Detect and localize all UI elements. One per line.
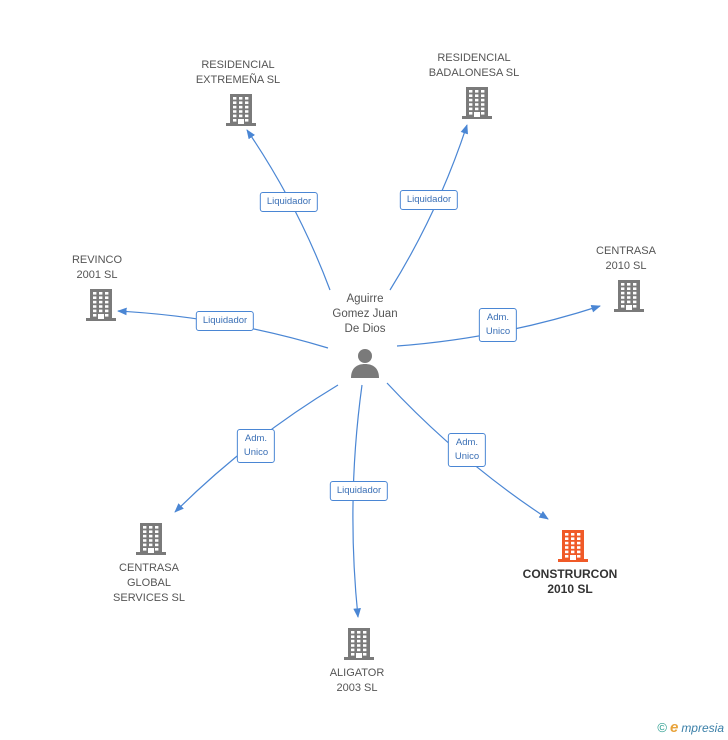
edge-line-aligator bbox=[352, 384, 363, 618]
edge-role-text: Liquidador bbox=[202, 315, 248, 326]
company-label-line: 2010 SL bbox=[547, 582, 593, 596]
edge-role-badge[interactable]: Adm. Unico bbox=[447, 433, 487, 467]
edge-role-badge[interactable]: Liquidador bbox=[329, 481, 389, 501]
center-label-line: De Dios bbox=[344, 323, 386, 335]
edge-role-badge[interactable]: Liquidador bbox=[195, 311, 255, 331]
company-label-line: BADALONESA SL bbox=[428, 67, 520, 79]
company-label-revinco[interactable]: REVINCO 2001 SL bbox=[22, 253, 172, 283]
building-icon[interactable] bbox=[134, 521, 168, 555]
building-icon[interactable] bbox=[612, 278, 646, 312]
copyright-icon: © bbox=[657, 720, 667, 735]
edge-role-text: Adm. bbox=[486, 312, 510, 323]
edge-role-text: Unico bbox=[243, 447, 269, 458]
company-label-centrasa-global[interactable]: CENTRASA GLOBAL SERVICES SL bbox=[74, 561, 224, 606]
company-label-line: 2001 SL bbox=[76, 269, 118, 281]
company-label-line: 2010 SL bbox=[605, 260, 647, 272]
building-icon[interactable] bbox=[342, 626, 376, 660]
company-label-line: RESIDENCIAL bbox=[201, 59, 275, 71]
edge-role-text: Liquidador bbox=[406, 194, 452, 205]
company-label-line: ALIGATOR bbox=[329, 667, 385, 679]
center-label-line: Gomez Juan bbox=[332, 308, 398, 320]
company-label-residencial-extremena[interactable]: RESIDENCIAL EXTREMEÑA SL bbox=[163, 58, 313, 88]
edge-role-text: Liquidador bbox=[336, 485, 382, 496]
person-icon[interactable] bbox=[348, 346, 382, 380]
edge-role-badge[interactable]: Liquidador bbox=[259, 192, 319, 212]
company-label-aligator[interactable]: ALIGATOR 2003 SL bbox=[282, 666, 432, 696]
company-label-line: CENTRASA bbox=[119, 562, 179, 574]
company-label-line: GLOBAL bbox=[126, 577, 172, 589]
edge-role-badge[interactable]: Adm. Unico bbox=[236, 429, 276, 463]
edge-role-badge[interactable]: Adm. Unico bbox=[478, 308, 518, 342]
company-label-residencial-badalonesa[interactable]: RESIDENCIAL BADALONESA SL bbox=[399, 51, 549, 81]
brand-name: mpresia bbox=[681, 720, 724, 735]
company-label-centrasa-2010[interactable]: CENTRASA 2010 SL bbox=[551, 244, 701, 274]
edge-role-text: Adm. bbox=[455, 437, 479, 448]
edge-role-text: Unico bbox=[454, 451, 480, 462]
company-label-line: 2003 SL bbox=[336, 682, 378, 694]
center-person-label[interactable]: Aguirre Gomez Juan De Dios bbox=[290, 292, 440, 337]
center-label-line: Aguirre bbox=[346, 293, 384, 305]
building-icon[interactable] bbox=[84, 287, 118, 321]
brand-logo-e: e bbox=[669, 719, 679, 736]
building-icon[interactable] bbox=[556, 528, 590, 562]
building-icon[interactable] bbox=[460, 85, 494, 119]
building-icon[interactable] bbox=[224, 92, 258, 126]
company-label-line: EXTREMEÑA SL bbox=[195, 74, 281, 86]
edge-role-text: Liquidador bbox=[266, 196, 312, 207]
company-label-line: REVINCO bbox=[71, 254, 123, 266]
edge-role-text: Adm. bbox=[244, 433, 268, 444]
edge-role-badge[interactable]: Liquidador bbox=[399, 190, 459, 210]
company-label-line: CENTRASA bbox=[596, 245, 656, 257]
company-label-line: SERVICES SL bbox=[113, 592, 185, 604]
company-label-line: CONSTRURCON bbox=[522, 567, 618, 581]
edge-role-text: Unico bbox=[485, 326, 511, 337]
company-label-line: RESIDENCIAL bbox=[437, 52, 511, 64]
